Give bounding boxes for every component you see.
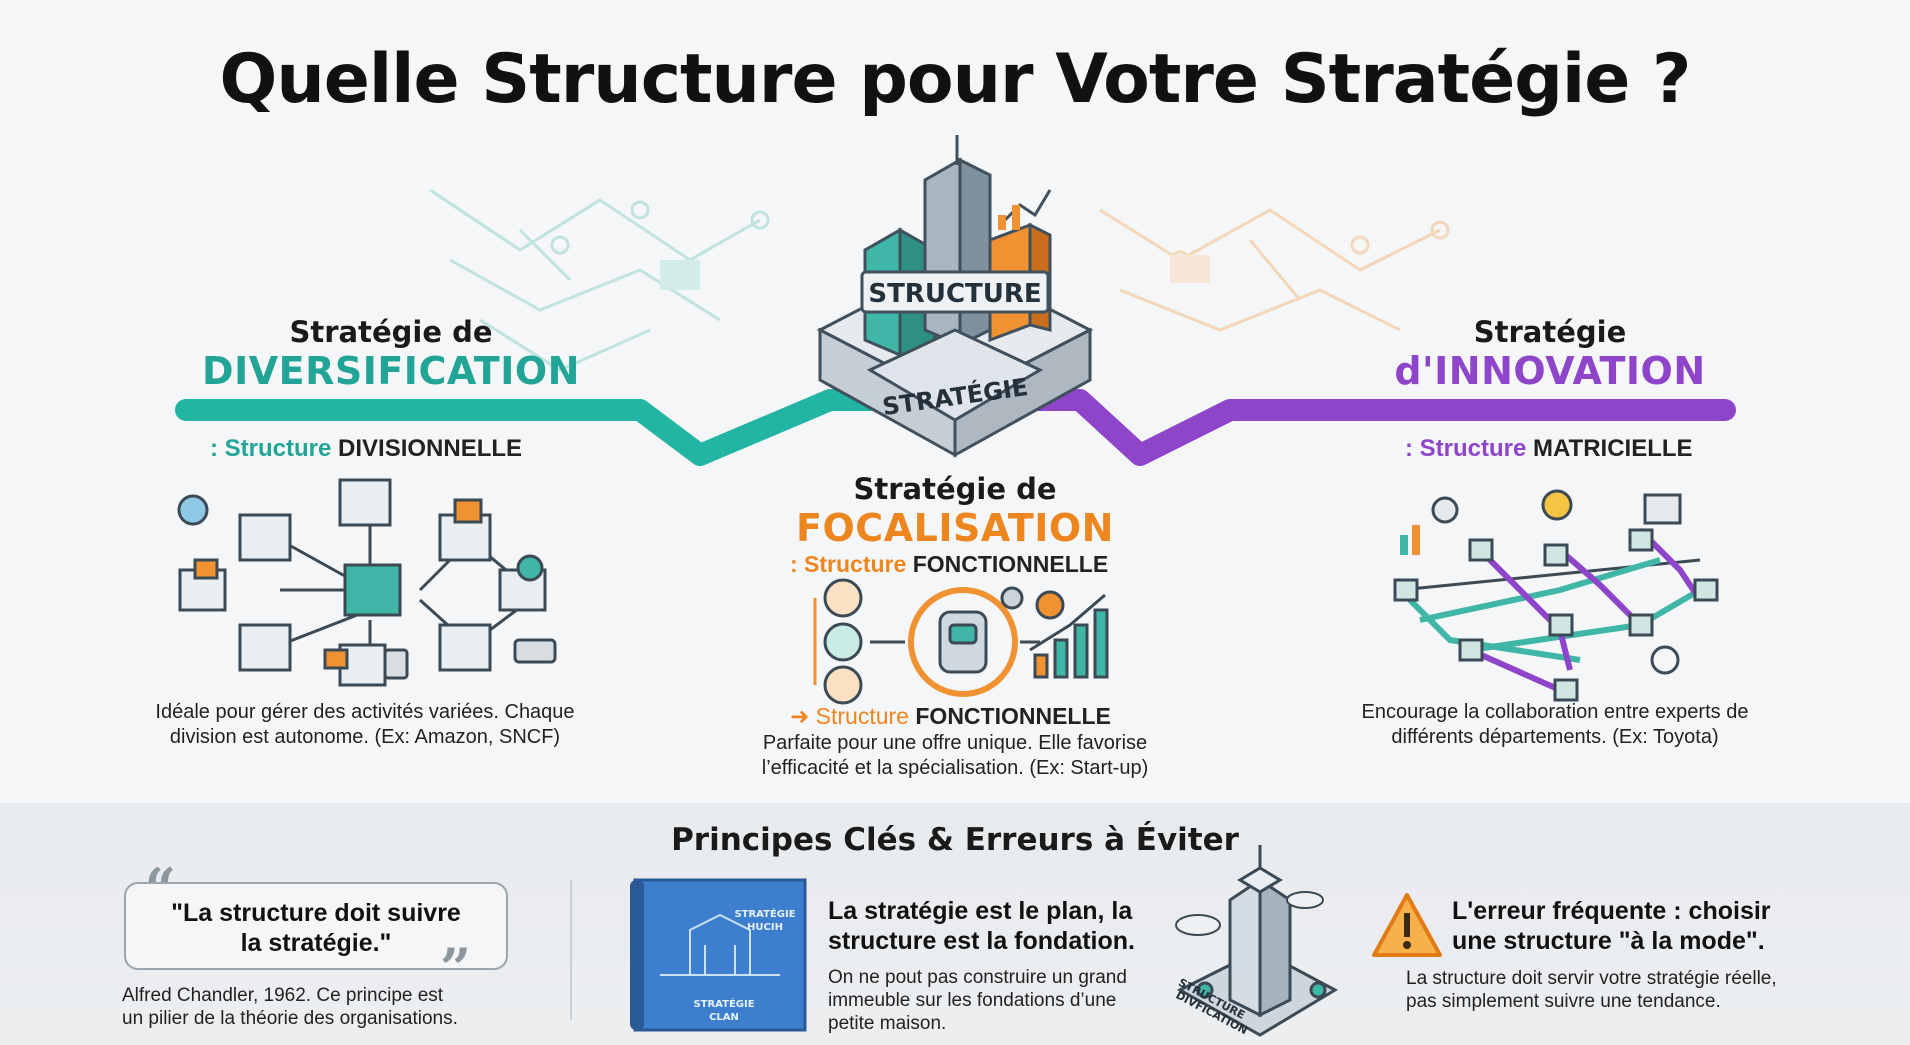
quote-box xyxy=(124,882,508,970)
divisional-network-icon xyxy=(177,478,557,687)
quote-author-line2: un pilier de la théorie des organisation… xyxy=(122,1008,458,1029)
plan-body-line1: On ne pout pas construire un grand xyxy=(828,967,1127,988)
warning-body-line1: La structure doit servir votre stratégie… xyxy=(1406,968,1777,989)
principles-title: Principes Clés & Erreurs à Éviter xyxy=(671,822,1239,858)
focalisation-desc-line1: Parfaite pour une offre unique. Elle fav… xyxy=(762,732,1148,754)
diversification-desc-line1: Idéale pour gérer des activités variées.… xyxy=(155,701,575,723)
innovation-title-line1: Stratégie xyxy=(1473,315,1627,349)
focalisation-structure-prefix: : Structure xyxy=(790,551,913,577)
focalisation-description: Parfaite pour une offre unique. Elle fav… xyxy=(710,731,1200,781)
diversification-title-line2: DIVERSIFICATION xyxy=(202,349,580,393)
focalisation-heading: Stratégie de FOCALISATION xyxy=(760,472,1150,550)
plan-head-line1: La stratégie est le plan, la xyxy=(828,897,1133,925)
center-badge-top: STRUCTURE xyxy=(868,279,1041,309)
diversification-structure-prefix: : Structure xyxy=(210,435,339,462)
innovation-structure: : Structure MATRICIELLE xyxy=(1405,435,1693,463)
innovation-desc-line1: Encourage la collaboration entre experts… xyxy=(1361,701,1749,723)
innovation-title-line2: d'INNOVATION xyxy=(1394,349,1706,393)
diversification-connector xyxy=(175,389,901,466)
focalisation-desc-line2: l’efficacité et la spécialisation. (Ex: … xyxy=(761,757,1149,779)
warning-body: La structure doit servir votre stratégie… xyxy=(1406,967,1886,1013)
diversification-desc-line2: division est autonome. (Ex: Amazon, SNCF… xyxy=(169,726,561,748)
matrix-grid-icon xyxy=(1393,489,1719,702)
blueprint-icon xyxy=(630,878,807,1032)
diversification-structure: : Structure DIVISIONNELLE xyxy=(210,435,522,463)
quote-line2: la stratégie." xyxy=(240,929,392,957)
section-divider xyxy=(570,880,572,1020)
close-quote-icon: ” xyxy=(440,936,472,1000)
focalisation-structure-name: FONCTIONNELLE xyxy=(912,551,1109,577)
blueprint-label-top: STRATÉGIE xyxy=(734,907,795,920)
diversification-description: Idéale pour gérer des activités variées.… xyxy=(120,700,610,750)
functional-process-icon xyxy=(813,578,1109,705)
quote-author-line1: Alfred Chandler, 1962. Ce principe est xyxy=(122,985,444,1006)
warning-head-line2: une structure "à la mode". xyxy=(1452,927,1765,955)
innovation-desc-line2: différents départements. (Ex: Toyota) xyxy=(1391,726,1719,748)
focalisation-title-line1: Stratégie de xyxy=(853,472,1057,506)
warning-head-line1: L'erreur fréquente : choisir xyxy=(1452,897,1771,925)
circuit-pattern-right xyxy=(1099,208,1450,332)
plan-heading: La stratégie est le plan, la structure e… xyxy=(828,896,1188,956)
diversification-title-line1: Stratégie de xyxy=(289,315,493,349)
focalisation-arrow-structure: ➜ Structure FONCTIONNELLE xyxy=(790,703,1111,730)
diversification-structure-name: DIVISIONNELLE xyxy=(338,435,523,462)
warning-body-line2: pas simplement suivre une tendance. xyxy=(1406,991,1721,1012)
blueprint-label-bottom: STRATÉGIE xyxy=(693,997,754,1010)
plan-head-line2: structure est la fondation. xyxy=(828,927,1135,955)
innovation-description: Encourage la collaboration entre experts… xyxy=(1310,700,1800,750)
page-title: Quelle Structure pour Votre Stratégie ? xyxy=(219,40,1692,119)
focalisation-title-line2: FOCALISATION xyxy=(796,506,1114,550)
warning-icon xyxy=(1372,893,1442,957)
quote-attribution: Alfred Chandler, 1962. Ce principe est u… xyxy=(122,984,562,1030)
open-quote-icon: “ xyxy=(145,856,177,920)
innovation-heading: Stratégie d'INNOVATION xyxy=(1340,315,1760,393)
plan-body-line2: immeuble sur les fondations d’une xyxy=(828,990,1117,1011)
focalisation-structure: : Structure FONCTIONNELLE xyxy=(790,551,1108,578)
focalisation-arrow-prefix: ➜ Structure xyxy=(790,703,916,729)
circuit-pattern-left xyxy=(429,188,770,372)
plan-body-line3: petite maison. xyxy=(828,1013,947,1034)
blueprint-label-bottom2: CLAN xyxy=(709,1012,739,1023)
skyscraper-foundation-icon xyxy=(1175,845,1339,1037)
innovation-structure-name: MATRICIELLE xyxy=(1533,435,1693,462)
warning-heading: L'erreur fréquente : choisir une structu… xyxy=(1452,896,1882,956)
focalisation-arrow-name: FONCTIONNELLE xyxy=(915,703,1111,729)
innovation-structure-prefix: : Structure xyxy=(1405,435,1534,462)
diversification-heading: Stratégie de DIVERSIFICATION xyxy=(186,315,596,393)
quote-line1: "La structure doit suivre xyxy=(171,899,461,927)
plan-body: On ne pout pas construire un grand immeu… xyxy=(828,966,1188,1035)
structure-strategy-building-icon xyxy=(816,135,1094,458)
chandler-quote: "La structure doit suivre la stratégie." xyxy=(124,898,508,958)
blueprint-label-top2: HUCIH xyxy=(747,922,783,933)
innovation-connector xyxy=(1009,389,1736,466)
